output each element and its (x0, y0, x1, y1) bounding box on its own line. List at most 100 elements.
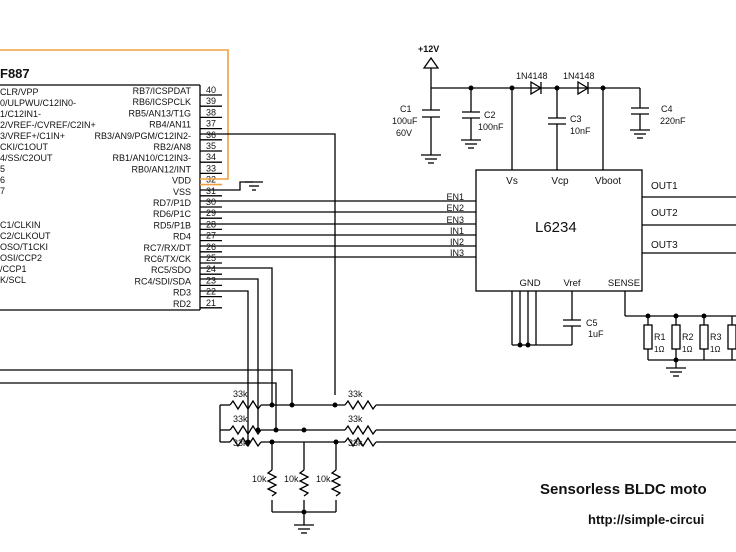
junction-dots (468, 85, 707, 363)
driver-top-pin: Vboot (595, 176, 621, 187)
divider-resistor-label: 33k (348, 389, 363, 399)
capacitor-c5: C5 1uF (563, 291, 604, 345)
mcu-pin-number: 33 (206, 163, 216, 173)
divider-resistor-label: 33k (348, 438, 363, 448)
divider-resistor-label: 10k (316, 474, 331, 484)
mcu-left-pin-label: OSO/T1CKI (0, 242, 48, 252)
mcu-pin-label: RB0/AN12/INT (131, 164, 191, 174)
mcu-pin-number: 35 (206, 141, 216, 151)
ground-symbol-vss (245, 181, 263, 191)
mcu-pin-number: 21 (206, 298, 216, 308)
svg-text:R2: R2 (682, 332, 694, 342)
svg-text:C5: C5 (586, 318, 598, 328)
mcu-left-pin-label: 7 (0, 186, 5, 196)
caption-title: Sensorless BLDC moto (540, 481, 707, 498)
svg-text:10nF: 10nF (570, 126, 591, 136)
mcu-pin-label: RC4/SDI/SDA (134, 276, 191, 286)
mcu-pin-number: 38 (206, 107, 216, 117)
svg-text:C2: C2 (484, 110, 496, 120)
mcu-pin-label: RD3 (173, 288, 191, 298)
caption-url: http://simple-circui (588, 512, 704, 527)
svg-text:100nF: 100nF (478, 122, 504, 132)
svg-text:C1: C1 (400, 104, 412, 114)
feedback-wires (0, 133, 336, 442)
diode-d1: 1N4148 (516, 71, 548, 96)
driver-bottom-pin: GND (519, 278, 540, 289)
capacitor-c2: C2 100nF (461, 88, 504, 149)
mcu-pin-label: RB3/AN9/PGM/C12IN2- (94, 131, 191, 141)
mcu-pin-label: VSS (173, 187, 191, 197)
mcu-pin-label: RD6/P1C (153, 209, 192, 219)
divider-resistor-label: 10k (252, 474, 267, 484)
svg-text:1N4148: 1N4148 (563, 71, 595, 81)
mcu-pin-label: RD2 (173, 299, 191, 309)
svg-text:R3: R3 (710, 332, 722, 342)
mcu-left-pin-label: CKI/C1OUT (0, 142, 49, 152)
control-wires (200, 200, 476, 258)
diode-d2: 1N4148 (563, 71, 595, 96)
divider-resistor-label: 33k (233, 438, 248, 448)
driver-gnd-wires (511, 291, 572, 346)
supply-label: +12V (418, 44, 439, 54)
capacitor-c4: C4 220nF (630, 88, 686, 139)
mcu-pin-number: 26 (206, 242, 216, 252)
driver-body (475, 169, 643, 292)
mcu-left-pin-label: 1/C12IN1- (0, 109, 41, 119)
mcu-pin-label: RC7/RX/DT (143, 243, 191, 253)
mcu-pin-label: RD7/P1D (153, 198, 192, 208)
mcu-pin-label: VDD (172, 176, 192, 186)
mcu-pin-label: RB4/AN11 (149, 120, 191, 130)
driver-left-pin: EN2 (446, 203, 464, 213)
driver-right-pin: OUT3 (651, 240, 678, 251)
mcu-left-pin-labels: CLR/VPP0/ULPWU/C12IN0-1/C12IN1-2/VREF-/C… (0, 87, 96, 285)
driver-top-pin: Vcp (551, 176, 569, 187)
mcu-pin-number: 24 (206, 264, 216, 274)
mcu-pin-label: RD4 (173, 232, 191, 242)
supply-rail: +12V (418, 44, 640, 89)
mcu-pin-number: 36 (206, 130, 216, 140)
mcu-left-pin-label: /CCP1 (0, 264, 27, 274)
mcu-pin-label: RB7/ICSPDAT (133, 86, 192, 96)
svg-text:60V: 60V (396, 128, 412, 138)
driver-bottom-pin: SENSE (608, 278, 640, 289)
mcu-pin-number: 37 (206, 119, 216, 129)
driver-left-pin: EN1 (446, 192, 464, 202)
svg-text:1Ω: 1Ω (682, 345, 692, 354)
capacitor-c1: C1 100uF 60V (392, 88, 441, 164)
divider-resistor-label: 33k (348, 414, 363, 424)
mcu-left-pin-label: 4/SS/C2OUT (0, 153, 53, 163)
divider-resistor-label: 10k (284, 474, 299, 484)
svg-text:1Ω: 1Ω (654, 345, 664, 354)
svg-text:1Ω: 1Ω (710, 345, 720, 354)
svg-text:1uF: 1uF (588, 329, 604, 339)
mcu-pin-number: 25 (206, 253, 216, 263)
mcu-left-pin-label: OSI/CCP2 (0, 253, 42, 263)
divider-resistor-label: 33k (233, 414, 248, 424)
mcu-name: F887 (0, 66, 30, 81)
driver-name: L6234 (535, 219, 577, 236)
mcu-pin-label: RC6/TX/CK (144, 254, 191, 264)
mcu-pin-label: RC5/SDO (151, 265, 191, 275)
svg-text:C4: C4 (661, 104, 673, 114)
mcu-left-pin-label: 0/ULPWU/C12IN0- (0, 98, 76, 108)
driver-left-pin: IN1 (450, 226, 464, 236)
driver-right-pin: OUT2 (651, 208, 678, 219)
mcu-pin-label: RD5/P1B (153, 220, 191, 230)
mcu-left-pin-label: C2/CLKOUT (0, 231, 51, 241)
svg-text:R1: R1 (654, 332, 666, 342)
svg-text:220nF: 220nF (660, 116, 686, 126)
mcu-left-pin-label: 6 (0, 175, 5, 185)
capacitor-c3: C3 10nF (548, 88, 591, 170)
mcu-pin-number: 40 (206, 85, 216, 95)
driver-left-pin: EN3 (446, 215, 464, 225)
driver-left-pin: IN2 (450, 237, 464, 247)
svg-text:100uF: 100uF (392, 116, 418, 126)
vdd-wire (0, 49, 229, 180)
divider-resistor-label: 33k (233, 389, 248, 399)
mcu-pin-label: RB6/ICSPCLK (132, 97, 191, 107)
